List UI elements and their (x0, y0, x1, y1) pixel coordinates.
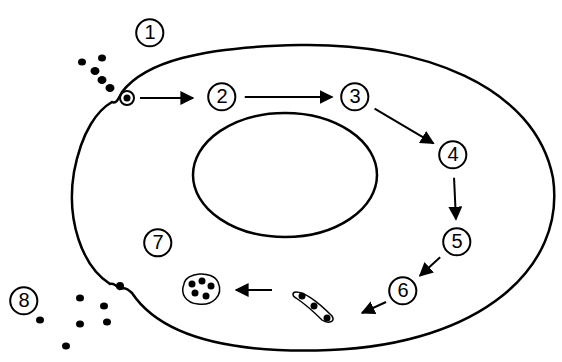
step-circle: 8 (9, 286, 39, 316)
tubular-vesicles (293, 292, 333, 322)
transport-arrow (236, 289, 272, 291)
step-circle: 3 (340, 82, 370, 112)
exocytosis-site (116, 282, 124, 290)
nucleus (193, 113, 377, 237)
circle-outline (144, 229, 171, 256)
callout-number: 1 (144, 21, 155, 44)
circle-outline (136, 19, 163, 46)
uptake-arrow (140, 97, 193, 99)
circle-outline (341, 83, 368, 110)
callout-number: 5 (451, 230, 462, 253)
callout-number: 2 (216, 85, 227, 108)
flow-arrow (375, 109, 434, 144)
endocytic-pit (120, 91, 134, 105)
flow-arrow (420, 257, 440, 275)
step-circle: 6 (388, 276, 418, 306)
step-circle: 1 (135, 18, 165, 48)
callout-number: 7 (152, 231, 163, 254)
step-circle: 5 (442, 227, 472, 257)
cell-membrane (72, 45, 554, 351)
callout-number: 3 (349, 85, 360, 108)
flow-arrow (245, 96, 332, 98)
step-circle: 7 (143, 228, 173, 258)
callout-number: 8 (18, 289, 29, 312)
circle-outline (10, 287, 37, 314)
circle-outline (443, 228, 470, 255)
step-circle: 2 (207, 82, 237, 112)
step-circle: 4 (438, 140, 468, 170)
callout-number: 4 (447, 143, 458, 166)
secretory-vesicle (183, 274, 220, 304)
circle-outline (208, 83, 235, 110)
transport-arrow (362, 302, 386, 313)
circle-outline (439, 141, 466, 168)
callout-number: 6 (397, 279, 408, 302)
circle-outline (389, 277, 416, 304)
flow-arrow (454, 178, 456, 220)
released-particles (36, 295, 111, 350)
extracellular-particles (78, 55, 115, 93)
